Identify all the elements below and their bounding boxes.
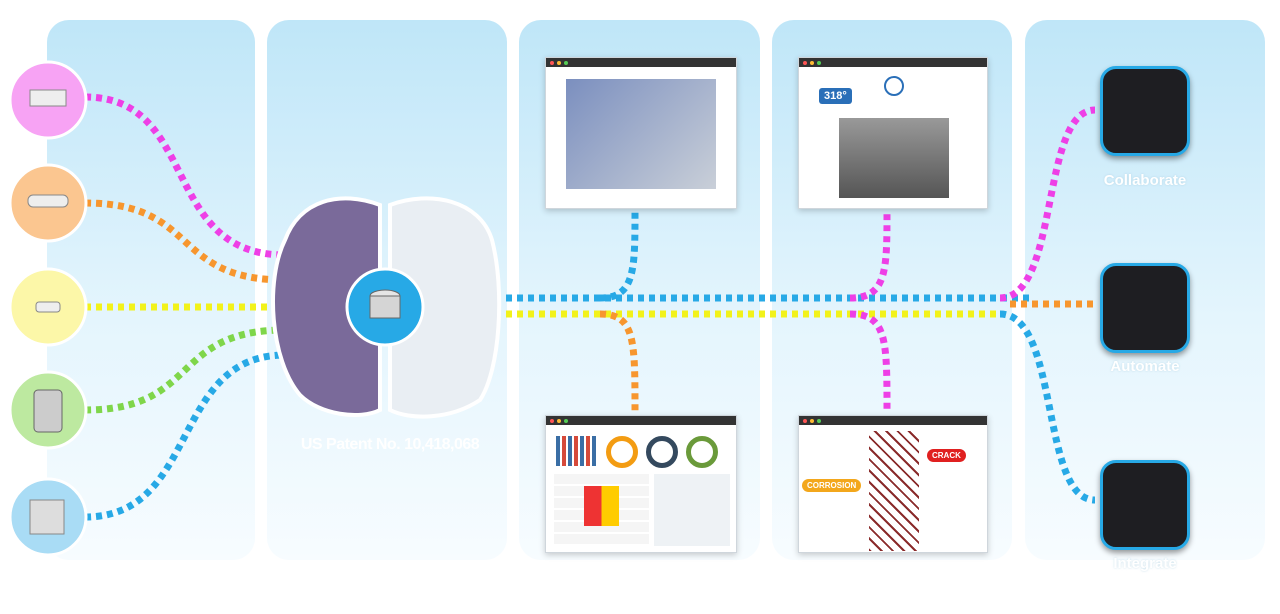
donut-chart-widget xyxy=(686,436,718,468)
flow-out-collaborate xyxy=(999,106,1096,302)
brain-graphic xyxy=(271,196,502,419)
source-icons xyxy=(8,60,88,557)
flow-out-integrate xyxy=(999,310,1096,504)
flow-line-pink xyxy=(84,93,286,259)
flow-line-blue xyxy=(84,351,286,521)
donut-chart-widget xyxy=(606,436,638,468)
screen-inspection[interactable]: CRACK CORROSION xyxy=(798,415,988,553)
donut-chart-widget xyxy=(646,436,678,468)
compass-icon xyxy=(884,76,904,96)
angle-readout: 318° xyxy=(819,88,852,104)
automate-label: Automate xyxy=(1110,358,1180,375)
flow-branch-screen1-bottom xyxy=(599,310,639,413)
flow-lines xyxy=(84,93,1096,521)
heatmap-table xyxy=(554,474,649,546)
integrate-label: Integrate xyxy=(1113,555,1177,572)
collaborate-label: Collaborate xyxy=(1103,172,1187,189)
database-hub-icon[interactable] xyxy=(1100,460,1190,550)
brain-right-hemisphere xyxy=(388,196,502,419)
map-widget xyxy=(654,474,730,546)
flow-line-green xyxy=(84,326,286,414)
corrosion-tag: CORROSION xyxy=(802,479,862,492)
screen-tower-measure[interactable]: 318° xyxy=(798,57,988,209)
patent-label: US Patent No. 10,418,068 xyxy=(300,436,480,453)
bar-chart-widget xyxy=(556,436,596,466)
flow-branch-screen2-bottom xyxy=(849,310,891,413)
crack-tag: CRACK xyxy=(927,449,966,462)
gear-cycle-icon[interactable] xyxy=(1100,263,1190,353)
flow-line-orange xyxy=(84,199,286,284)
screen-analytics-dashboard[interactable] xyxy=(545,415,737,553)
flow-branch-screen1-top xyxy=(599,209,639,302)
team-network-icon[interactable] xyxy=(1100,66,1190,156)
flow-branch-screen2-top xyxy=(849,209,891,302)
brain-left-hemisphere xyxy=(271,196,382,417)
screen-3d-plant-model[interactable] xyxy=(545,57,737,209)
